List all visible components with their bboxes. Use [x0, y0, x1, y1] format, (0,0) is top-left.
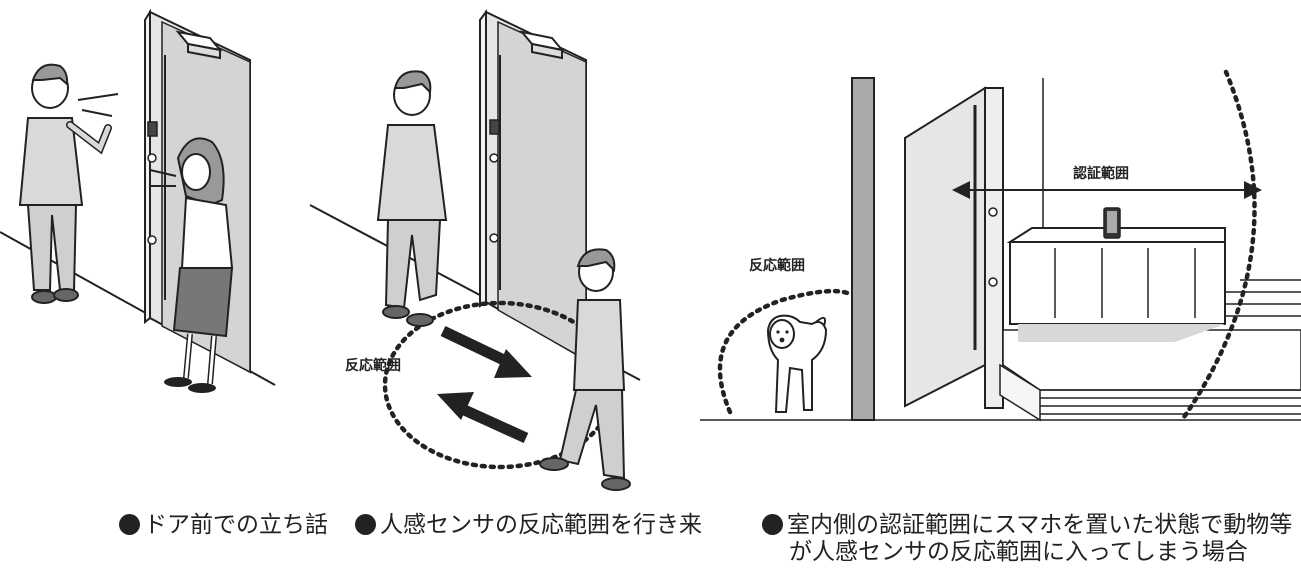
panel-2-scene: 反応範囲	[309, 9, 641, 491]
shoe-cabinet	[1006, 227, 1226, 342]
caption-panel-2: 人感センサの反応範囲を行き来	[355, 510, 702, 541]
bullet-icon	[119, 514, 140, 535]
bullet-icon	[355, 514, 376, 535]
woman-figure	[149, 137, 234, 393]
man-figure	[18, 63, 119, 304]
wall-pillar	[851, 77, 875, 421]
walk-arrow-left	[437, 392, 529, 444]
caption-text-line-1: 室内側の認証範囲にスマホを置いた状態で動物等	[787, 512, 1293, 538]
sensor-range-arc	[717, 288, 853, 415]
caption-text-line-2: が人感センサの反応範囲に入ってしまう場合	[789, 539, 1248, 565]
range-label: 反応範囲	[345, 357, 401, 374]
door-sensor-box	[175, 30, 223, 60]
walking-man-figure	[376, 70, 448, 327]
range-label: 反応範囲	[749, 257, 805, 274]
auth-range-arc	[1179, 69, 1257, 423]
caption-text: ドア前での立ち話	[144, 512, 328, 538]
door-lock	[489, 119, 500, 243]
caption-panel-3-line-2: が人感センサの反応範囲に入ってしまう場合	[789, 537, 1248, 568]
door	[479, 9, 587, 362]
caption-panel-1: ドア前での立ち話	[119, 510, 328, 541]
caption-text: 人感センサの反応範囲を行き来	[380, 512, 702, 538]
door-frame	[984, 87, 1004, 409]
auth-range-label: 認証範囲	[1073, 165, 1129, 182]
dog-figure	[766, 314, 828, 413]
door-sensor-box	[519, 30, 565, 60]
door-open	[904, 86, 998, 408]
door-lock	[147, 121, 158, 245]
walk-arrow-right	[440, 326, 532, 378]
caption-panel-3: 室内側の認証範囲にスマホを置いた状態で動物等	[762, 510, 1292, 541]
smartphone-icon	[1103, 207, 1121, 239]
panel-1-scene	[0, 8, 276, 393]
panel-3-scene: 認証範囲 反応範囲	[700, 69, 1301, 423]
walking-man-figure	[539, 248, 631, 491]
bullet-icon	[762, 514, 783, 535]
